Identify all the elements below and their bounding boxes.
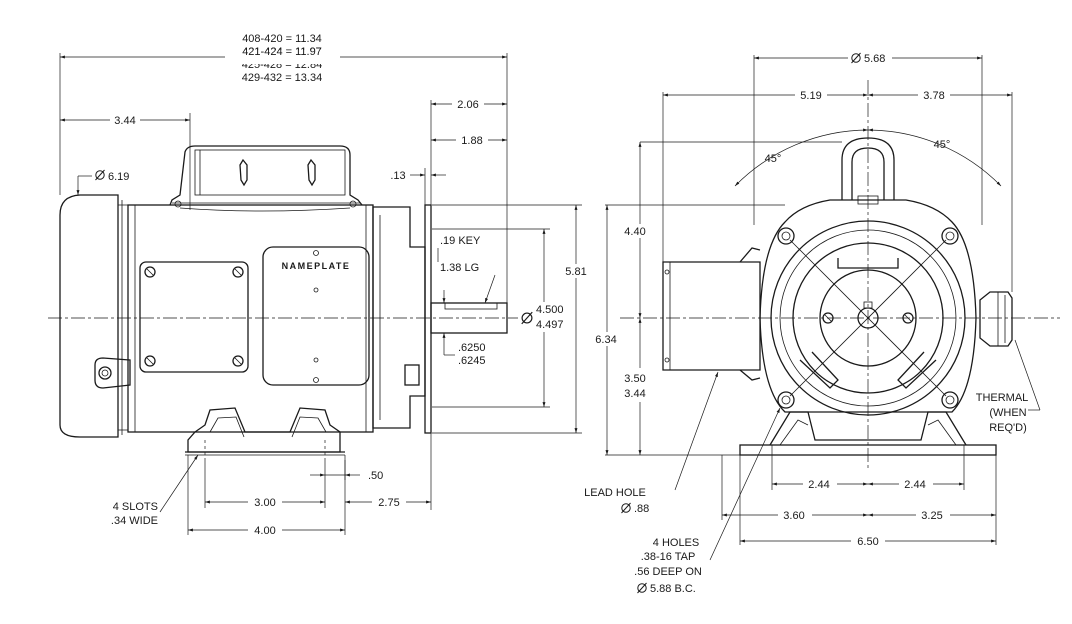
dim-3-00: 3.00: [254, 497, 275, 509]
dim-6-34: 6.34: [595, 334, 616, 346]
side-cover-plate: [139, 261, 249, 373]
dim-2-44-left: 2.44: [808, 479, 829, 491]
overall-length-4: 429-432 = 13.34: [242, 72, 322, 84]
pilot-dia-1: 4.500: [536, 304, 564, 316]
tapped-hole-tr: [941, 227, 959, 245]
lead-hole-label-1: LEAD HOLE: [584, 487, 646, 499]
shaft-key: [444, 302, 498, 310]
thermal-protector: [979, 291, 1013, 347]
dim-4-40: 4.40: [624, 226, 645, 238]
dim-3-25: 3.25: [921, 510, 942, 522]
tapped-hole-tl: [777, 227, 795, 245]
c-face-pilot: [424, 204, 432, 434]
key-label-1: .19 KEY: [440, 235, 481, 247]
overall-length-1: 408-420 = 11.34: [242, 33, 322, 45]
dim-1-88: 1.88: [461, 135, 482, 147]
tapped-hole-br: [941, 391, 959, 409]
pilot-face: [819, 269, 917, 367]
dim-3-60: 3.60: [783, 510, 804, 522]
motor-frame: [127, 204, 374, 433]
conduit-box: [169, 145, 363, 206]
diameter-symbol-icon: [95, 169, 105, 181]
shaft-dia-2: .6245: [458, 355, 486, 367]
dim-0-13: .13: [390, 170, 405, 182]
frame-dia-value: 5.68: [864, 53, 885, 65]
angle-left: 45°: [765, 153, 782, 165]
fan-dia-value: 6.19: [108, 171, 129, 183]
dim-3-50: 3.50: [624, 373, 645, 385]
holes-label-1: 4 HOLES: [653, 537, 699, 549]
dim-0-50: .50: [368, 470, 383, 482]
end-conduit-box: [662, 261, 761, 371]
svg-text:421-424 = 11.97: 421-424 = 11.97: [242, 46, 322, 58]
slots-label-1: 4 SLOTS: [113, 501, 158, 513]
nameplate-panel: [262, 246, 370, 386]
dim-2-44-right: 2.44: [904, 479, 925, 491]
thermal-label-2: (WHEN: [989, 407, 1026, 419]
endbell-outer: [770, 220, 966, 416]
dim-5-19: 5.19: [800, 90, 821, 102]
dim-4-00: 4.00: [254, 525, 275, 537]
dim-2-75: 2.75: [378, 497, 399, 509]
angle-right: 45°: [934, 139, 951, 151]
end-housing: [759, 199, 977, 413]
slots-label-2: .34 WIDE: [111, 515, 158, 527]
nameplate-text: NAMEPLATE: [282, 261, 351, 271]
end-feet: [769, 411, 967, 446]
end-bracket: [372, 206, 426, 429]
dim-3-44-end: 3.44: [624, 388, 645, 400]
lead-hole-label-2: .88: [634, 503, 649, 515]
holes-label-3: .56 DEEP ON: [634, 566, 702, 578]
key-label-2: 1.38 LG: [440, 262, 479, 274]
pilot-dia-2: 4.497: [536, 319, 564, 331]
holes-label-2: .38-16 TAP: [641, 551, 696, 563]
thermal-label-1: THERMAL: [976, 392, 1029, 404]
fan-cover: [59, 194, 119, 438]
dim-3-44: 3.44: [114, 115, 135, 127]
holes-label-4: 5.88 B.C.: [650, 583, 696, 595]
dim-3-78: 3.78: [923, 90, 944, 102]
shaft-dia-1: .6250: [458, 342, 486, 354]
tapped-hole-bl: [777, 391, 795, 409]
end-view: 5.68 5.19 3.78 45° 45° 4.40 6.34 3.50 3.…: [584, 51, 1060, 595]
dim-6-50: 6.50: [857, 536, 878, 548]
side-view: NAMEPLATE 408-4: [48, 33, 592, 537]
thermal-label-3: REQ'D): [989, 422, 1027, 434]
dim-2-06: 2.06: [457, 99, 478, 111]
endbell-inner: [792, 242, 944, 394]
dim-5-81: 5.81: [565, 266, 586, 278]
end-base: [739, 444, 997, 456]
